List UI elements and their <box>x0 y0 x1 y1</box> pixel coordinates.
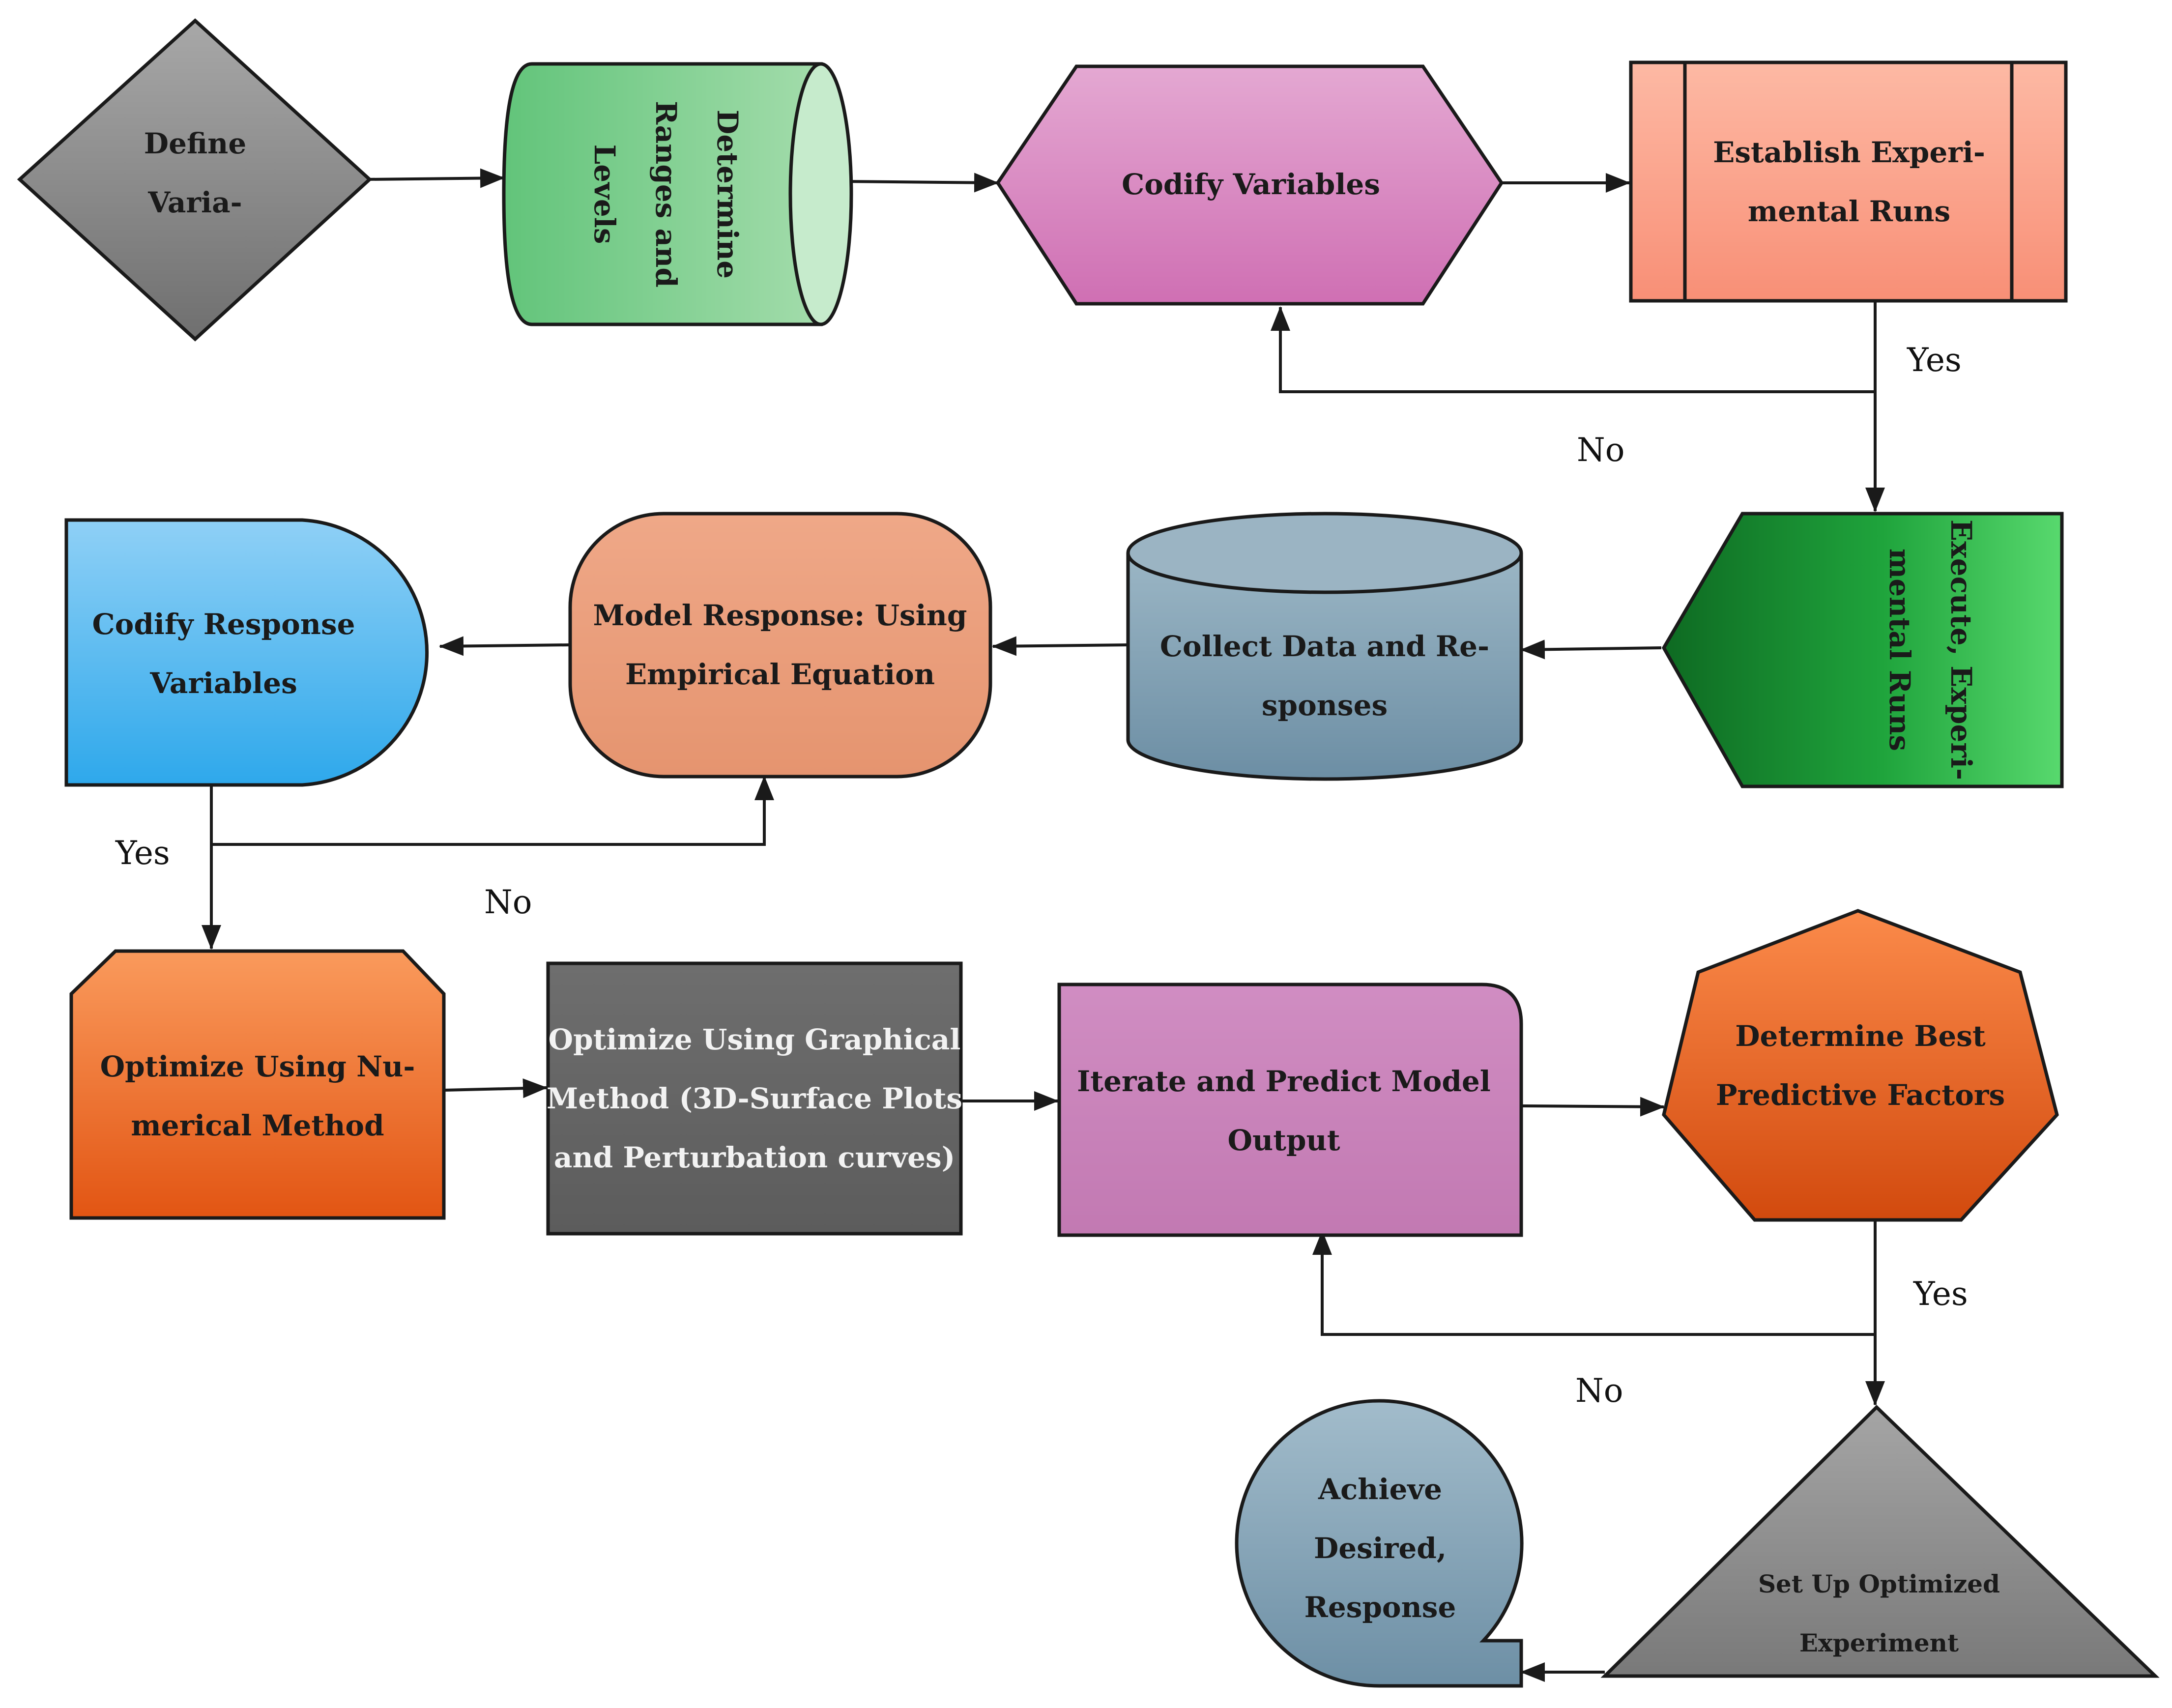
determine-ranges-line-2: Ranges and <box>649 101 683 288</box>
edge-label-yes-3: Yes <box>1913 1275 1968 1313</box>
node-determine-best: Determine Best Predictive Factors <box>1662 909 2059 1222</box>
optimize-graphical-line-2: Method (3D-Surface Plots <box>547 1082 962 1115</box>
determine-ranges-line-3: Levels <box>588 145 621 244</box>
define-variables-line-1: Define <box>144 127 246 160</box>
node-codify-variables: Codify Variables <box>995 64 1504 306</box>
optimize-graphical-line-1: Optimize Using Graphical <box>549 1023 961 1056</box>
node-model-response: Model Response: Using Empirical Equation <box>568 512 992 779</box>
determine-best-line-2: Predictive Factors <box>1716 1078 2005 1112</box>
edge-label-no-2: No <box>484 883 532 921</box>
edge-label-no-3: No <box>1575 1372 1623 1410</box>
establish-runs-line-2: mental Runs <box>1748 195 1950 228</box>
edge-collect-to-model <box>992 636 1129 656</box>
model-response-line-2: Empirical Equation <box>625 658 935 691</box>
connectors <box>202 168 1885 1682</box>
setup-experiment-line-1: Set Up Optimized <box>1758 1569 2000 1598</box>
edge-determine-best-no-loop <box>1312 1230 1875 1336</box>
execute-runs-line-1: Execute, Experi- <box>1944 520 1978 780</box>
determine-ranges-line-1: Determine <box>711 110 744 279</box>
collect-data-line-2: sponses <box>1262 689 1388 722</box>
achieve-response-line-3: Response <box>1304 1591 1456 1624</box>
edge-iterate-to-determine-best <box>1521 1097 1665 1117</box>
node-establish-runs: Establish Experi- mental Runs <box>1629 60 2068 303</box>
node-collect-data: Collect Data and Re- sponses <box>1126 512 1523 781</box>
node-setup-experiment: Set Up Optimized Experiment <box>1600 1405 2160 1678</box>
node-determine-ranges: Determine Ranges and Levels <box>502 62 853 326</box>
optimize-numerical-line-2: merical Method <box>131 1109 384 1142</box>
edge-define-to-determine <box>366 168 505 188</box>
collect-data-line-1: Collect Data and Re- <box>1160 630 1489 663</box>
node-codify-response: Codify Response Variables <box>64 518 429 787</box>
edge-execute-to-collect <box>1520 639 1662 660</box>
establish-runs-line-1: Establish Experi- <box>1713 136 1985 169</box>
edge-numerical-to-graphical <box>444 1078 548 1099</box>
achieve-response-line-2: Desired, <box>1314 1532 1447 1565</box>
setup-experiment-line-2: Experiment <box>1799 1628 1959 1657</box>
node-optimize-numerical: Optimize Using Nu- merical Method <box>69 949 446 1220</box>
edge-model-to-codify-response <box>439 636 571 656</box>
determine-best-line-1: Determine Best <box>1735 1019 1986 1053</box>
edge-label-yes-1: Yes <box>1907 341 1962 379</box>
achieve-response-line-1: Achieve <box>1318 1473 1442 1506</box>
codify-response-line-1: Codify Response <box>92 608 355 641</box>
execute-runs-line-2: mental Runs <box>1883 549 1916 751</box>
node-iterate-predict: Iterate and Predict Model Output <box>1057 983 1523 1237</box>
optimize-graphical-line-3: and Perturbation curves) <box>554 1141 955 1174</box>
iterate-predict-line-1: Iterate and Predict Model <box>1077 1065 1491 1098</box>
edge-establish-no-loop <box>1271 306 1875 393</box>
model-response-line-1: Model Response: Using <box>593 599 967 632</box>
optimize-numerical-line-1: Optimize Using Nu- <box>100 1050 415 1083</box>
define-variables-line-2: Varia- <box>147 186 242 219</box>
edge-codify-response-no-loop <box>211 776 774 846</box>
codify-variables-label: Codify Variables <box>1122 168 1380 201</box>
iterate-predict-line-2: Output <box>1228 1124 1340 1157</box>
node-optimize-graphical: Optimize Using Graphical Method (3D-Surf… <box>546 961 963 1236</box>
node-define-variables: Define Varia- <box>17 18 373 342</box>
edge-label-yes-2: Yes <box>115 834 170 872</box>
codify-response-line-2: Variables <box>149 666 297 700</box>
node-achieve-response: Achieve Desired, Response <box>1235 1399 1524 1688</box>
node-execute-runs: Execute, Experi- mental Runs <box>1661 512 2064 788</box>
edge-label-no-1: No <box>1577 431 1625 469</box>
